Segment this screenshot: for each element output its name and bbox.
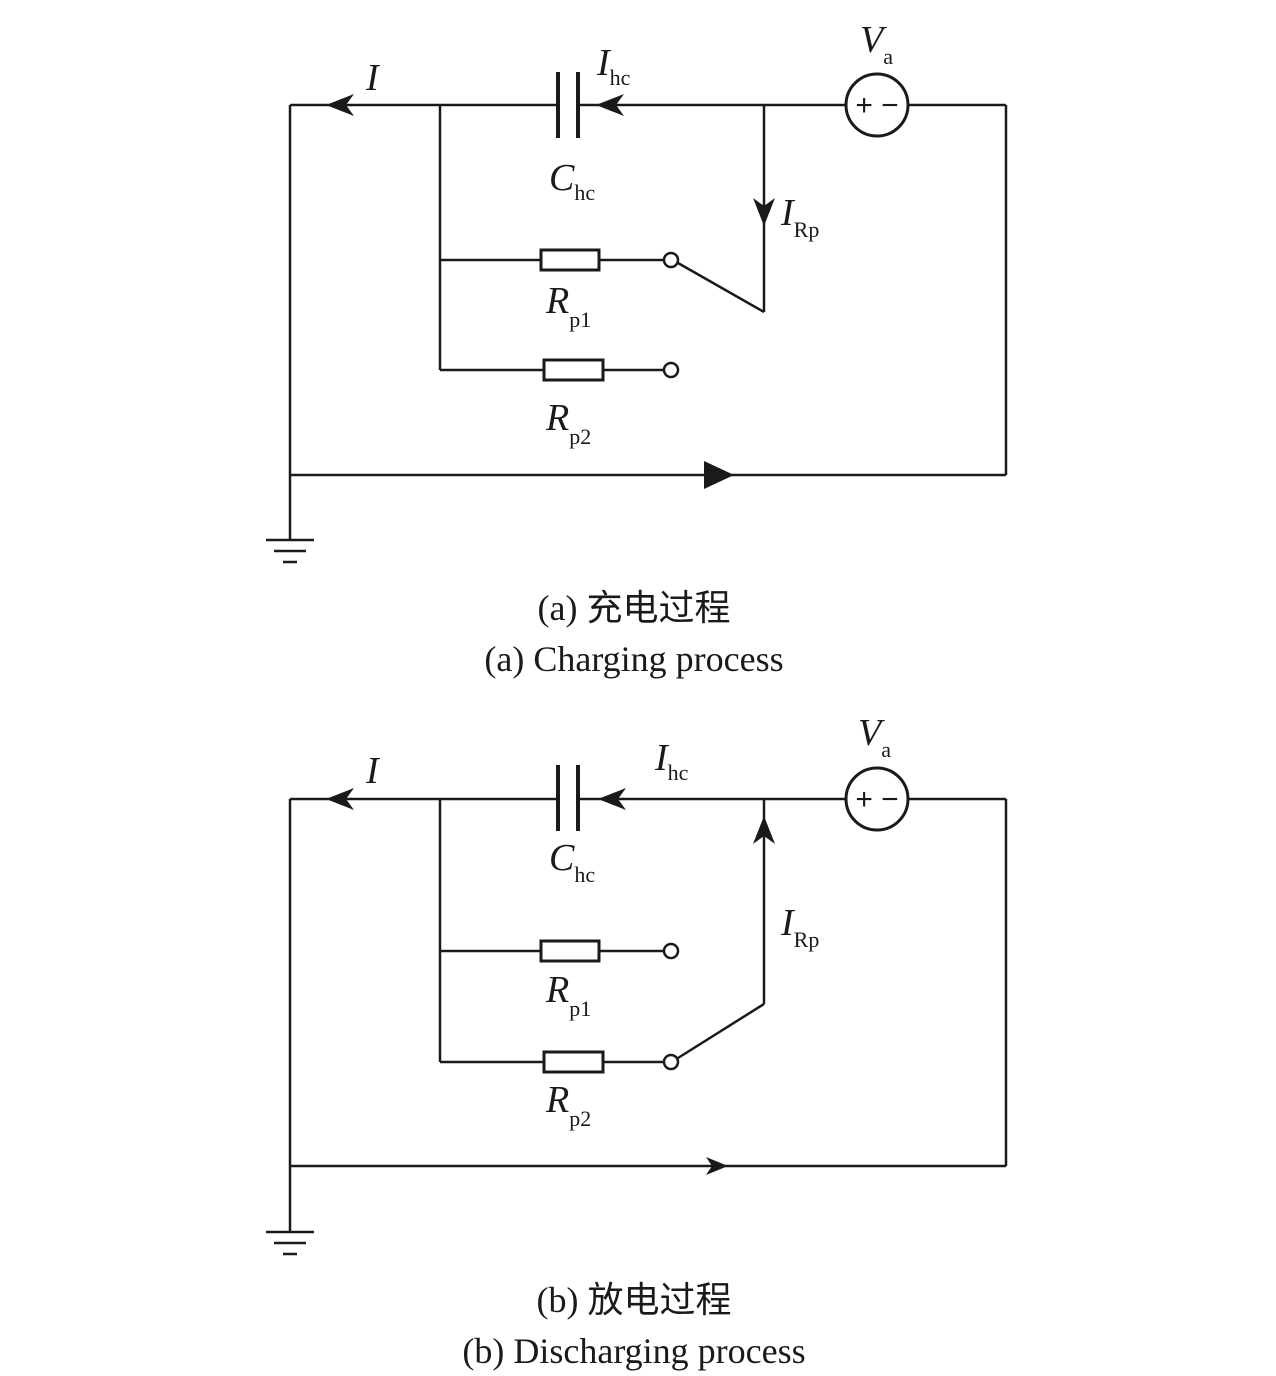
label-current-irp: IRp [780,192,819,242]
caption-cn-discharging: (b) 放电过程 [537,1280,732,1320]
resistor-rp1 [539,248,601,272]
diagram-charging: + − I Ihc Chc IRp Rp1 Rp2 Va (a) 充电过程 (a… [266,19,1008,679]
diagram-discharging: + − I Ihc Chc IRp Rp1 Rp2 Va (b) 放电过程 (b… [266,712,1008,1371]
arrow-return [704,461,734,489]
resistor-rp1 [539,939,601,963]
switch-terminal-rp1 [662,942,680,960]
caption-en-charging: (a) Charging process [484,639,783,679]
resistor-rp2 [542,1050,605,1074]
label-resistor-rp1: Rp1 [545,280,591,332]
arrow-current-i [326,788,354,810]
label-source-va: Va [860,19,893,69]
switch-terminal-rp1 [662,251,680,269]
label-current-i: I [365,57,381,99]
caption-en-discharging: (b) Discharging process [462,1331,805,1371]
arrow-current-i [326,94,354,116]
wires-charging [288,103,1008,540]
source-signs: + − [855,783,898,816]
voltage-source-va: + − [844,766,910,832]
arrow-current-ihc [598,788,626,810]
switch-terminal-rp2 [662,1053,680,1071]
voltage-source-va: + − [844,72,910,138]
arrow-current-irp [753,816,775,844]
arrow-current-irp [753,198,775,226]
ground-symbol [266,1230,314,1256]
label-current-ihc: Ihc [654,737,689,785]
wires-discharging [288,797,1008,1232]
arrow-current-ihc [596,94,624,116]
capacitor-chc [556,765,580,831]
ground-symbol [266,538,314,564]
label-capacitor-chc: Chc [549,837,595,887]
capacitor-chc [556,72,580,138]
label-resistor-rp1: Rp1 [545,969,591,1021]
label-current-irp: IRp [780,902,819,952]
resistor-rp2 [542,358,605,382]
label-current-i: I [365,750,381,792]
label-capacitor-chc: Chc [549,157,595,205]
label-source-va: Va [858,712,891,762]
arrow-return [706,1157,728,1175]
source-signs: + − [855,89,898,122]
label-current-ihc: Ihc [596,42,631,90]
label-resistor-rp2: Rp2 [545,397,591,449]
switch-terminal-rp2 [662,361,680,379]
label-resistor-rp2: Rp2 [545,1079,591,1131]
caption-cn-charging: (a) 充电过程 [538,588,731,628]
